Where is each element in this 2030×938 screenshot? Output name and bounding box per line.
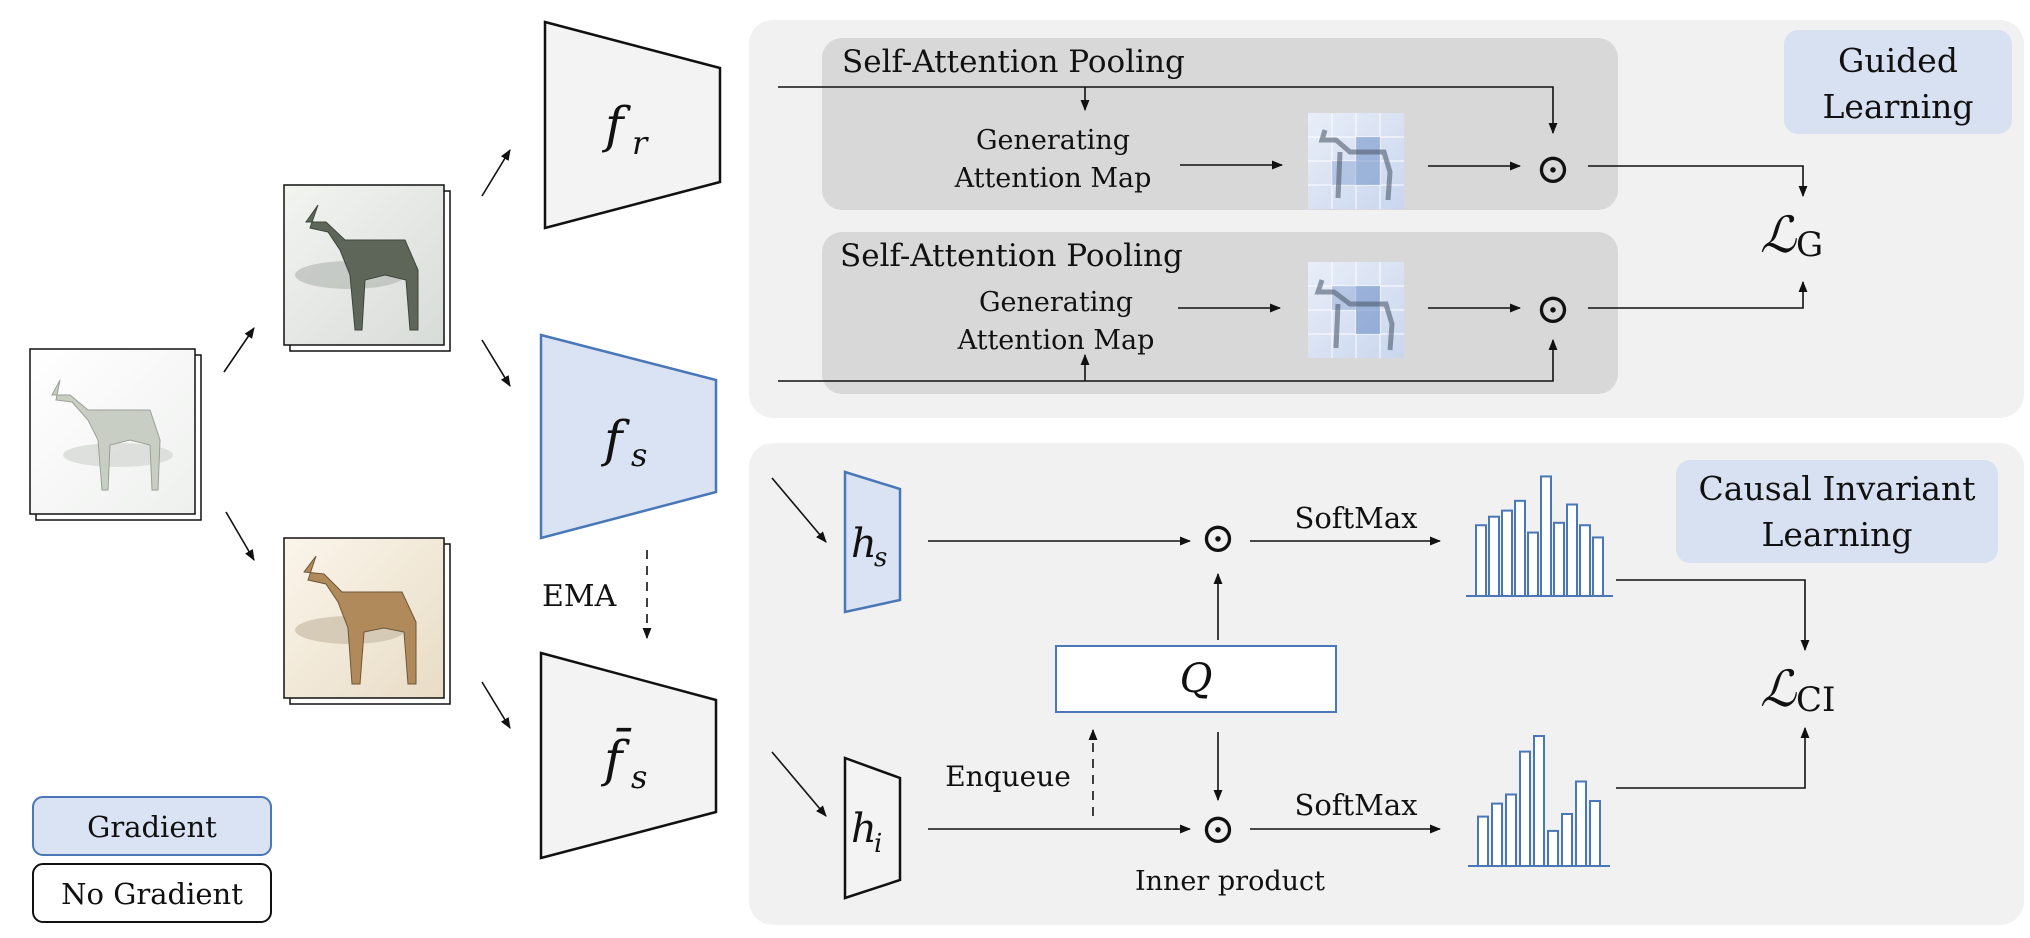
projector-hs: h s	[843, 470, 902, 614]
augmented-image-2	[283, 537, 451, 705]
self-attention-pooling-2: Self-Attention Pooling Generating Attent…	[822, 232, 1618, 394]
softmax-top-label: SoftMax	[1294, 501, 1417, 535]
histogram-top-bar	[1579, 524, 1591, 597]
fs-bar-subscript: s	[631, 758, 647, 796]
odot-top: ⊙	[1200, 513, 1235, 562]
guided-badge-line1: Guided	[1838, 41, 1958, 80]
fr-subscript: r	[632, 124, 649, 162]
causal-invariant-panel: Causal Invariant Learning h s h i Q ⊙ ⊙ …	[749, 443, 2024, 925]
histogram-top-bar	[1553, 521, 1565, 597]
causal-badge-line2: Learning	[1761, 515, 1912, 554]
softmax-histogram-bottom	[1468, 735, 1610, 868]
pool2-gen-line2: Attention Map	[957, 325, 1155, 356]
histogram-top-bar	[1527, 531, 1539, 597]
fs-subscript: s	[631, 436, 647, 474]
guided-badge-line2: Learning	[1822, 87, 1973, 126]
guided-flow-arrows	[778, 86, 1808, 382]
hi-label: h	[851, 806, 877, 852]
guided-learning-panel: Guided Learning Self-Attention Pooling G…	[749, 20, 2024, 418]
pool1-gen-line1: Generating	[976, 125, 1130, 156]
arrow-fsbar-to-hi	[771, 751, 827, 817]
queue-label: Q	[1180, 656, 1213, 702]
legend-no-gradient-label: No Gradient	[61, 877, 243, 911]
hs-subscript: s	[874, 543, 887, 573]
legend: Gradient No Gradient	[32, 796, 272, 923]
loss-ci-symbol: ℒ	[1760, 660, 1797, 718]
histogram-top-bar	[1566, 503, 1578, 597]
dark-horse-icon	[295, 204, 419, 331]
attention-map-1	[1308, 113, 1404, 209]
odot-1: ⊙	[1535, 144, 1570, 193]
white-horse-icon	[51, 379, 173, 491]
ema-update: EMA	[542, 550, 652, 640]
histogram-bottom-bar	[1547, 829, 1559, 868]
pool1-gen-line2: Attention Map	[954, 163, 1152, 194]
ema-label: EMA	[542, 579, 617, 614]
hs-label: h	[851, 521, 877, 567]
encoder-fr: f r	[543, 20, 722, 230]
legend-gradient-swatch	[32, 796, 272, 856]
pool1-title: Self-Attention Pooling	[842, 44, 1185, 80]
self-attention-pooling-1: Self-Attention Pooling Generating Attent…	[822, 38, 1618, 210]
enqueue-label: Enqueue	[945, 760, 1071, 793]
odot-2: ⊙	[1535, 284, 1570, 333]
pool2-gen-line1: Generating	[979, 287, 1133, 318]
histogram-top-bar	[1514, 499, 1526, 597]
hi-subscript: i	[874, 829, 882, 859]
brown-horse-icon	[295, 555, 417, 685]
attention-map-2	[1308, 262, 1404, 358]
causal-flow-arrows	[928, 536, 1810, 834]
histogram-bottom-bar	[1533, 735, 1545, 867]
legend-gradient-label: Gradient	[87, 810, 217, 844]
loss-g: ℒ G	[1760, 206, 1823, 265]
causal-panel-background	[749, 443, 2024, 925]
input-image	[29, 348, 202, 521]
histogram-top-bar	[1501, 509, 1513, 598]
loss-ci: ℒ CI	[1760, 660, 1835, 720]
histogram-bottom-bar	[1561, 813, 1573, 867]
pool2-title: Self-Attention Pooling	[840, 238, 1183, 274]
arrow-aug1-to-fs	[481, 339, 511, 387]
histogram-bottom-bar	[1519, 750, 1531, 867]
histogram-top-bar	[1475, 524, 1487, 597]
projector-hi: h i	[843, 756, 902, 900]
odot-bottom: ⊙	[1200, 804, 1235, 853]
histogram-top-bar	[1488, 515, 1500, 598]
legend-no-gradient-swatch	[32, 863, 272, 923]
encoder-fs-bar: f̄ s	[539, 651, 718, 860]
arrow-input-to-aug2	[225, 511, 255, 561]
arrow-fs-to-hs	[771, 477, 827, 543]
arrow-aug2-to-fsbar	[481, 681, 511, 729]
histogram-bottom-bar	[1505, 793, 1517, 867]
histogram-bottom-bar	[1575, 780, 1587, 867]
guided-badge	[1784, 30, 2012, 134]
causal-badge	[1676, 460, 1998, 563]
histogram-bottom-bar	[1589, 800, 1601, 867]
loss-ci-subscript: CI	[1796, 680, 1835, 720]
softmax-histogram-top	[1466, 475, 1613, 598]
histogram-bottom-bar	[1477, 815, 1489, 867]
causal-badge-line1: Causal Invariant	[1699, 469, 1976, 508]
softmax-bottom-label: SoftMax	[1294, 788, 1417, 822]
histogram-top-bar	[1592, 536, 1604, 598]
histogram-top-bar	[1540, 475, 1552, 597]
arrow-aug1-to-fr	[481, 149, 511, 197]
histogram-bottom-bar	[1491, 802, 1503, 867]
augmented-image-1	[283, 184, 451, 352]
inner-product-label: Inner product	[1135, 866, 1325, 897]
loss-g-subscript: G	[1796, 225, 1823, 265]
encoder-fs: f s	[539, 333, 718, 540]
loss-g-symbol: ℒ	[1760, 206, 1797, 264]
queue: Q	[1055, 645, 1337, 713]
arrow-input-to-aug1	[223, 327, 255, 373]
